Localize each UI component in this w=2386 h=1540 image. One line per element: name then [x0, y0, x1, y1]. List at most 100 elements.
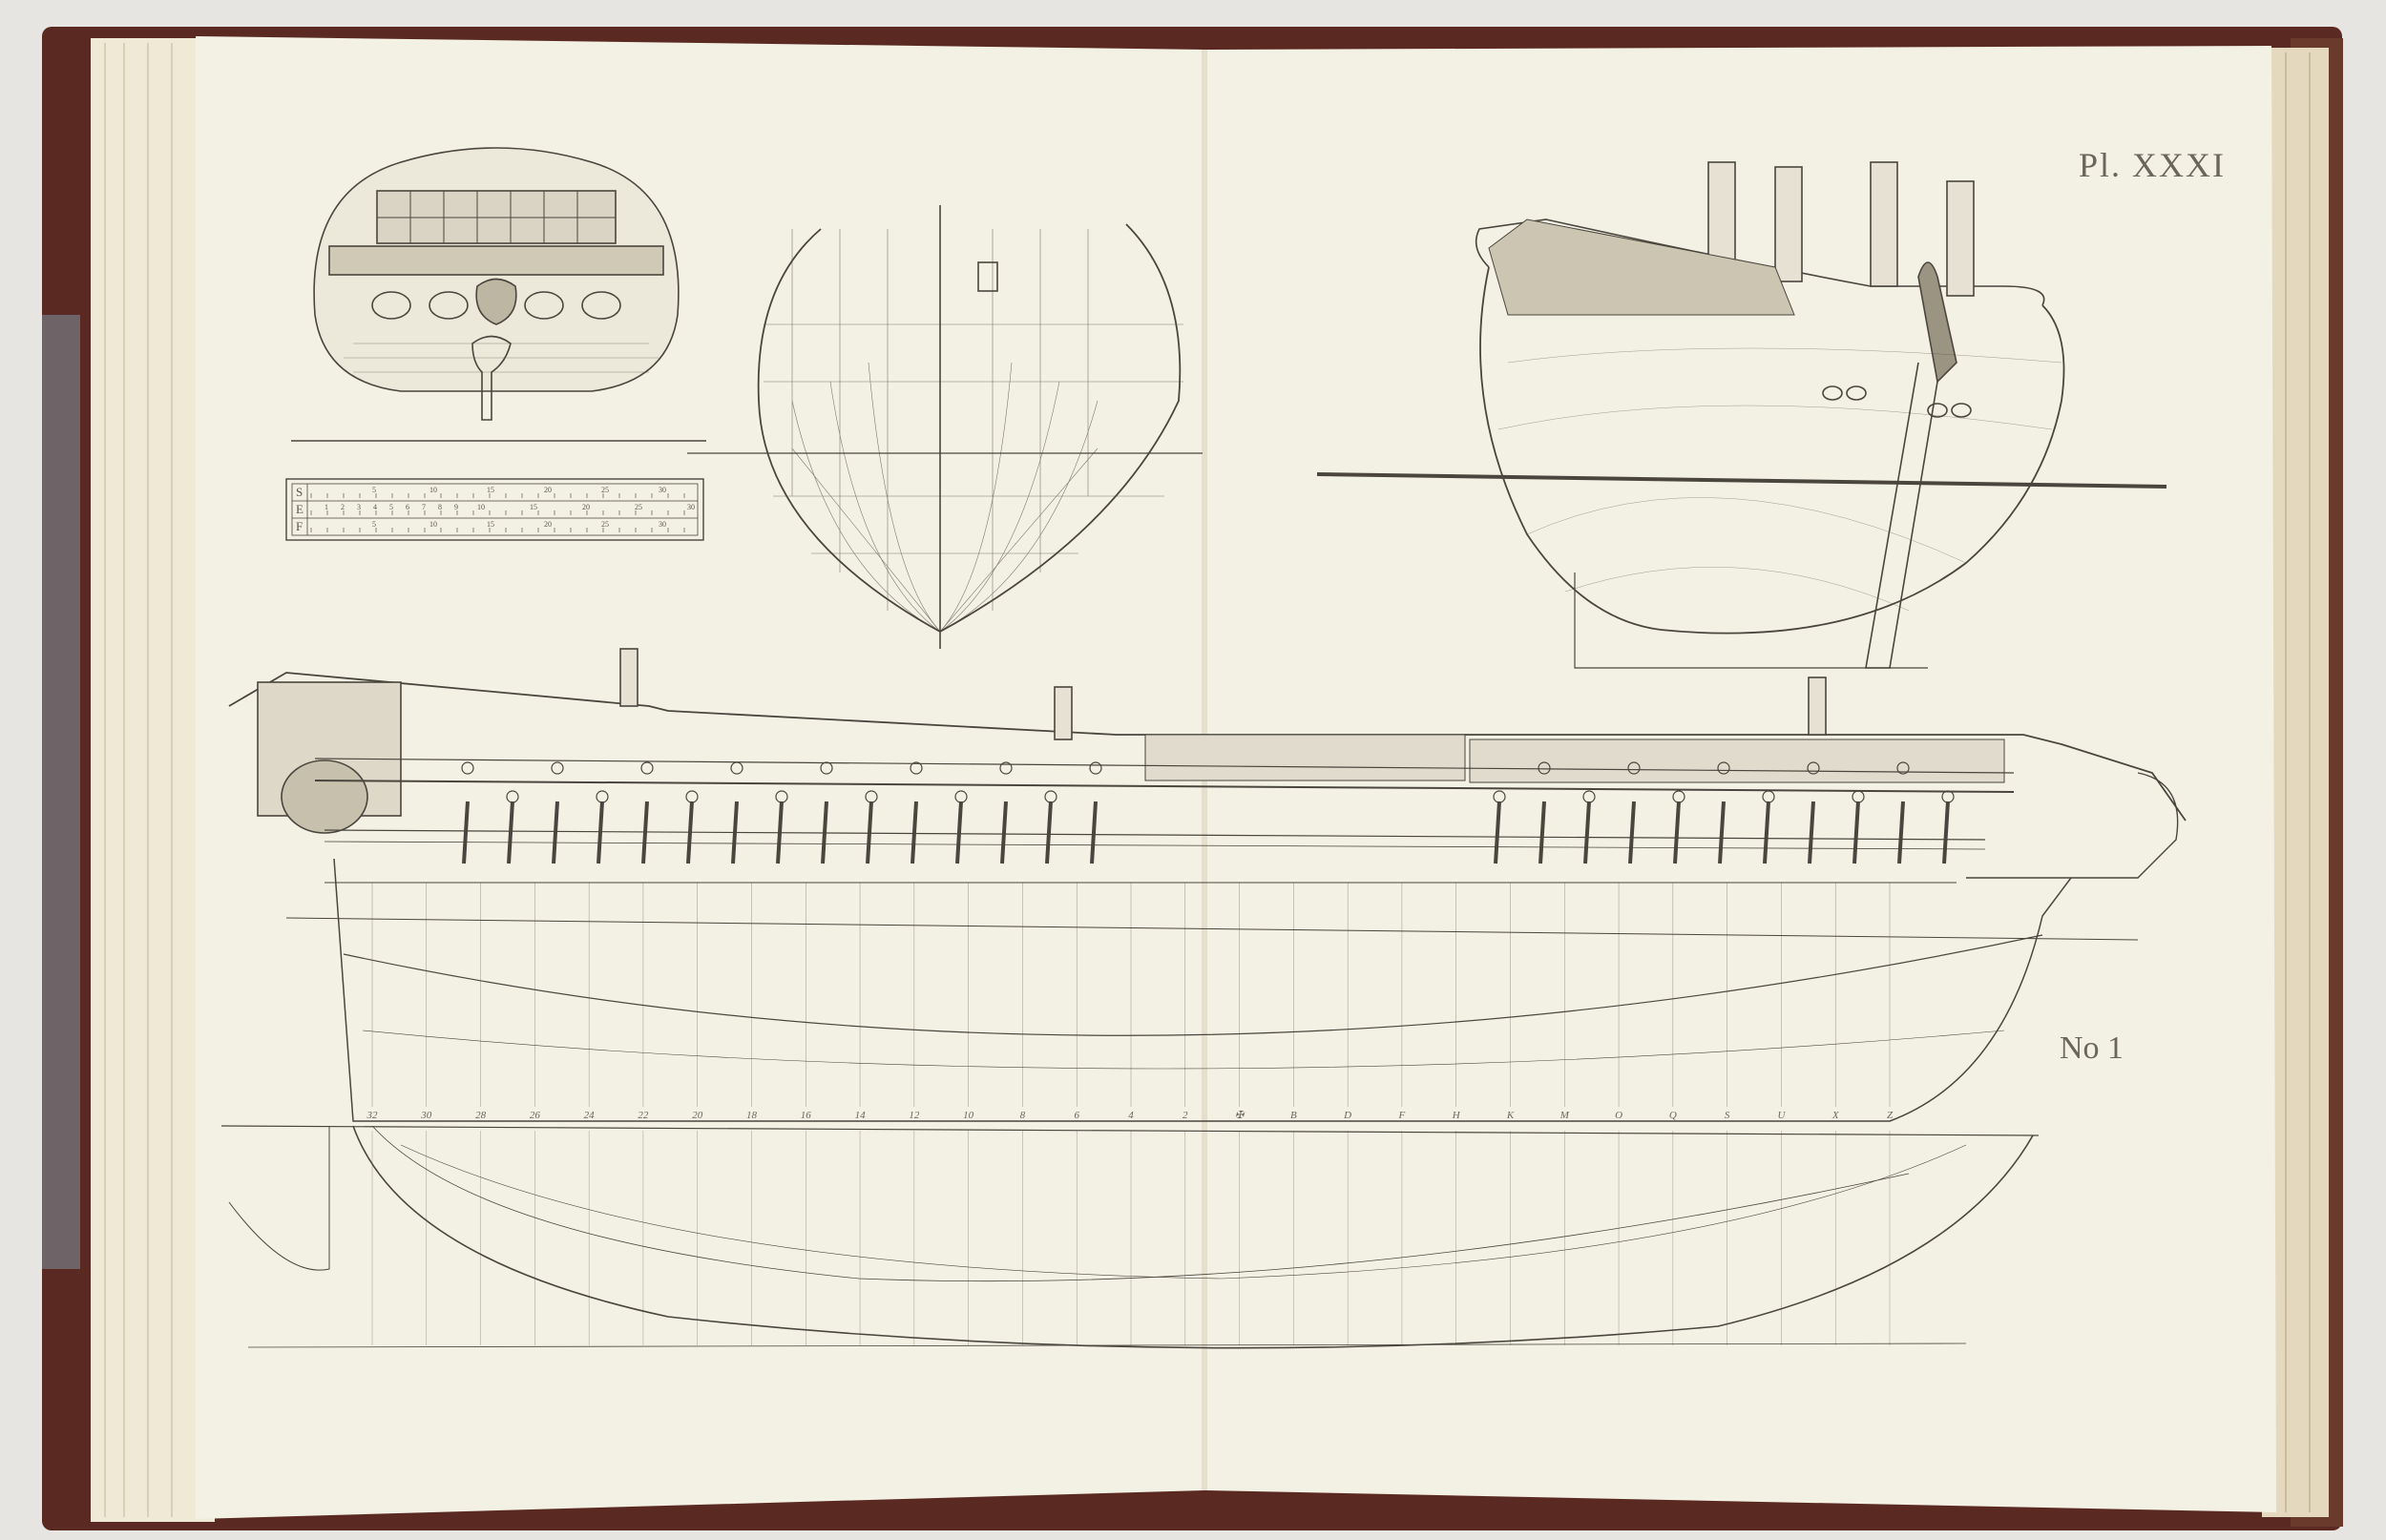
bow-view-drawing: [1316, 161, 2167, 669]
cannon: [641, 801, 649, 864]
station-label: X: [1831, 1110, 1840, 1121]
scale-tick-label: 15: [487, 520, 494, 529]
cannon: [1538, 801, 1546, 864]
station-label: K: [1506, 1110, 1515, 1121]
plan-number: No 1: [2060, 1030, 2124, 1066]
gun-port: [1089, 761, 1102, 775]
station-label: 26: [530, 1110, 541, 1121]
cannon: [731, 801, 739, 864]
cannon: [1000, 801, 1008, 864]
station-label: 10: [963, 1110, 974, 1121]
gun-port: [1717, 761, 1730, 775]
stern-view-drawing: [291, 147, 706, 442]
cannon: [1628, 801, 1636, 864]
station-label: U: [1777, 1110, 1786, 1121]
gun-port: [1896, 761, 1910, 775]
scale-row-letter: F: [296, 519, 303, 533]
scale-tick-label: 30: [659, 520, 666, 529]
scale-tick-label: 25: [635, 503, 642, 511]
station-label: 28: [475, 1110, 487, 1121]
scale-tick-label: 10: [477, 503, 485, 511]
cannon: [1852, 801, 1860, 864]
gun-port: [820, 761, 833, 775]
cannon: [1897, 801, 1905, 864]
station-label: ✠: [1235, 1110, 1245, 1121]
station-label: 22: [638, 1110, 649, 1121]
station-label: 2: [1183, 1110, 1188, 1121]
station-label: 32: [366, 1110, 379, 1121]
station-label: 4: [1128, 1110, 1134, 1121]
cannon: [1494, 801, 1501, 864]
station-label: O: [1615, 1110, 1622, 1121]
station-label: M: [1559, 1110, 1570, 1121]
scale-tick-label: 7: [422, 503, 426, 511]
cannon: [1808, 801, 1815, 864]
gun-port: [1538, 761, 1551, 775]
scale-bar: [285, 478, 704, 541]
cannon: [1763, 801, 1770, 864]
profile-drawing: [228, 648, 2187, 1122]
station-label: B: [1290, 1110, 1297, 1121]
half-breadth-plan-drawing: [220, 1125, 2040, 1349]
gun-port: [461, 761, 474, 775]
cannon: [1673, 801, 1681, 864]
half-breadth-station-lines: [371, 1131, 1891, 1345]
station-label: 8: [1020, 1110, 1026, 1121]
scale-tick-label: 5: [389, 503, 393, 511]
gun-port: [730, 761, 743, 775]
cannon: [596, 801, 604, 864]
cannon: [507, 801, 514, 864]
scale-tick-label: 15: [487, 486, 494, 494]
cannon: [955, 801, 963, 864]
cannon: [1583, 801, 1591, 864]
station-label: 14: [855, 1110, 867, 1121]
scale-tick-label: 10: [429, 486, 437, 494]
cannon: [1942, 801, 1950, 864]
cannon: [1045, 801, 1053, 864]
gun-port: [640, 761, 654, 775]
scale-tick-label: 1: [324, 503, 328, 511]
cannon: [821, 801, 828, 864]
cannon: [776, 801, 784, 864]
station-label: Z: [1887, 1110, 1894, 1121]
gun-port: [1627, 761, 1641, 775]
cannon: [1090, 801, 1098, 864]
station-label: F: [1398, 1110, 1406, 1121]
scale-tick-label: 30: [687, 503, 695, 511]
gun-port: [1807, 761, 1820, 775]
station-label: 16: [801, 1110, 812, 1121]
gun-port: [551, 761, 564, 775]
station-label: 30: [420, 1110, 432, 1121]
scale-tick-label: 25: [601, 486, 609, 494]
scale-tick-label: 4: [373, 503, 377, 511]
scale-tick-label: 20: [544, 520, 552, 529]
cannon: [552, 801, 559, 864]
station-label: 20: [692, 1110, 703, 1121]
station-label: 18: [746, 1110, 758, 1121]
gun-ports: [461, 761, 1955, 864]
station-label: 12: [909, 1110, 920, 1121]
station-label: 6: [1074, 1110, 1079, 1121]
gun-port: [999, 761, 1013, 775]
page-edges: [91, 38, 2329, 1522]
scale-tick-label: 5: [372, 520, 376, 529]
gun-port: [910, 761, 923, 775]
scale-tick-label: 20: [544, 486, 552, 494]
scale-tick-label: 6: [406, 503, 409, 511]
scale-row-letter: S: [296, 485, 303, 499]
cannon: [910, 801, 918, 864]
plate-number: Pl. XXXI: [2079, 146, 2227, 184]
station-label: D: [1343, 1110, 1351, 1121]
station-label: Q: [1669, 1110, 1677, 1121]
scale-tick-label: 3: [357, 503, 361, 511]
scale-tick-label: 5: [372, 486, 376, 494]
scale-tick-label: 9: [454, 503, 458, 511]
scale-tick-label: 20: [582, 503, 590, 511]
scale-row-letter: E: [296, 502, 303, 516]
station-label: H: [1452, 1110, 1461, 1121]
scale-tick-label: 10: [429, 520, 437, 529]
scale-tick-label: 2: [341, 503, 345, 511]
